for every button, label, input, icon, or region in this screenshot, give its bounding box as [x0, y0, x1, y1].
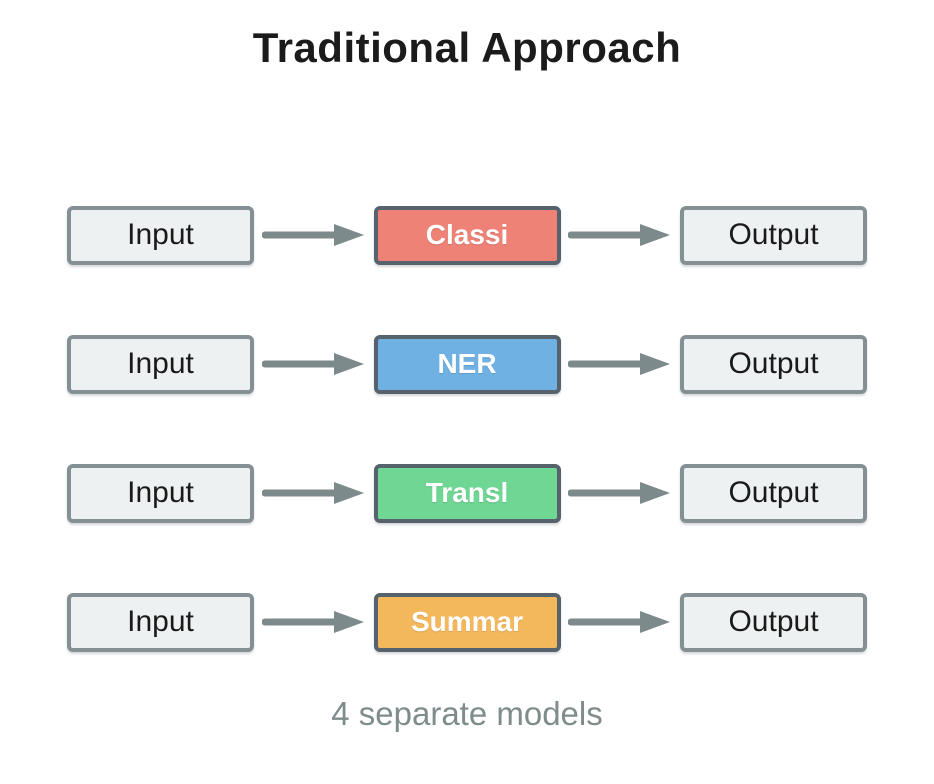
- pipeline-row-ner: Input NER Output: [67, 334, 867, 394]
- output-box-label: Output: [728, 605, 819, 638]
- right-arrow-icon: [261, 224, 364, 246]
- input-box-label: Input: [127, 218, 194, 251]
- input-box: Input: [67, 334, 254, 394]
- model-box-label: Classi: [425, 219, 509, 250]
- pipeline-row-summar: Input Summar Output: [67, 592, 867, 652]
- model-box-summar: Summar: [373, 592, 561, 652]
- pipeline-row-transl: Input Transl Output: [67, 463, 867, 523]
- output-box-label: Output: [728, 218, 819, 251]
- input-box-label: Input: [127, 605, 194, 638]
- output-box-label: Output: [728, 347, 819, 380]
- right-arrow-icon: [261, 353, 364, 375]
- input-box-label: Input: [127, 476, 194, 509]
- output-box: Output: [680, 463, 867, 523]
- model-box-transl: Transl: [373, 463, 561, 523]
- right-arrow-icon: [568, 353, 671, 375]
- right-arrow-icon: [568, 224, 671, 246]
- model-box-label: Summar: [410, 606, 524, 637]
- output-box: Output: [680, 334, 867, 394]
- right-arrow-icon: [261, 611, 364, 633]
- output-box: Output: [680, 205, 867, 265]
- output-box: Output: [680, 592, 867, 652]
- right-arrow-icon: [261, 482, 364, 504]
- input-box: Input: [67, 205, 254, 265]
- model-box-ner: NER: [373, 334, 561, 394]
- right-arrow-icon: [568, 611, 671, 633]
- model-box-label: NER: [437, 348, 497, 379]
- model-box-label: Transl: [425, 477, 509, 508]
- pipeline-row-classi: Input Classi Output: [67, 205, 867, 265]
- model-box-classi: Classi: [373, 205, 561, 265]
- output-box-label: Output: [728, 476, 819, 509]
- input-box: Input: [67, 463, 254, 523]
- input-box-label: Input: [127, 347, 194, 380]
- diagram-caption: 4 separate models: [331, 694, 603, 732]
- diagram-title: Traditional Approach: [252, 24, 682, 71]
- input-box: Input: [67, 592, 254, 652]
- right-arrow-icon: [568, 482, 671, 504]
- pipeline-rows: Input Classi Output Input: [67, 205, 867, 652]
